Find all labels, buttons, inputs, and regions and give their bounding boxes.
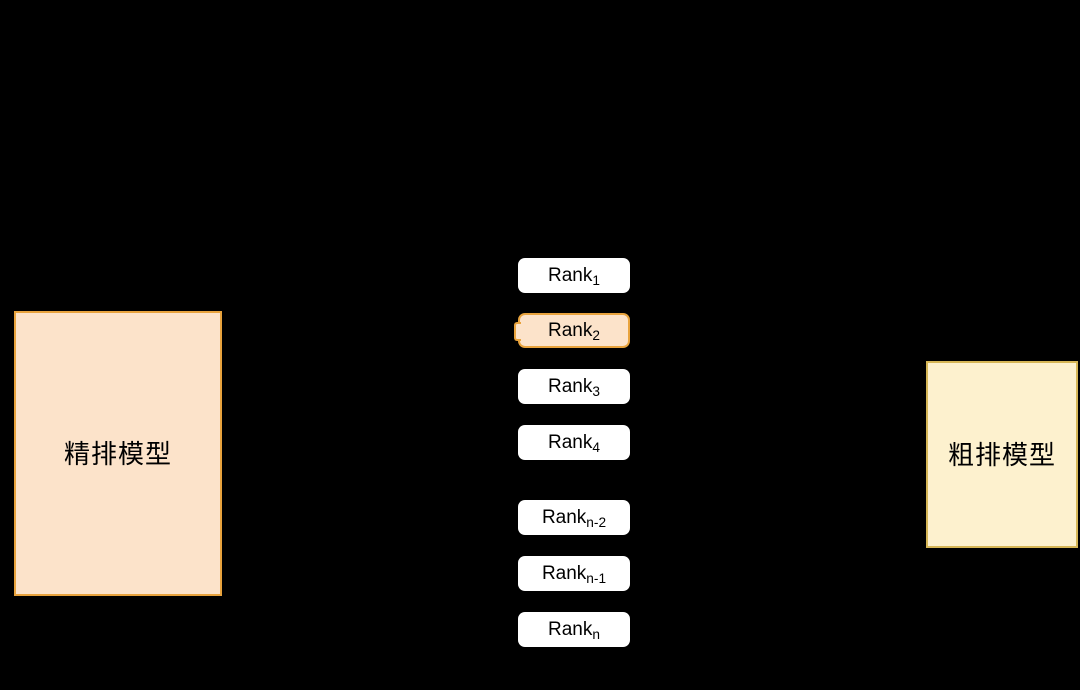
rank-chip[interactable]: Rankn bbox=[518, 612, 630, 647]
rank-chip[interactable]: Rankn-2 bbox=[518, 500, 630, 535]
rank-chip-subscript: 4 bbox=[592, 439, 600, 455]
rank-chip-label: Rank2 bbox=[548, 320, 600, 343]
rank-chip-subscript: 3 bbox=[592, 383, 600, 399]
rank-chip-subscript: n bbox=[592, 626, 600, 642]
rank-chip[interactable]: Rankn-1 bbox=[518, 556, 630, 591]
rank-chip-subscript: 1 bbox=[592, 272, 600, 288]
rank-chip-base-text: Rank bbox=[548, 265, 593, 286]
rank-chip-base-text: Rank bbox=[548, 320, 593, 341]
rank-chip-label: Rank1 bbox=[548, 265, 600, 288]
rank-chip-base-text: Rank bbox=[541, 507, 587, 528]
rank-chip-label: Rankn-1 bbox=[541, 563, 607, 586]
rank-chip-selected[interactable]: Rank2 bbox=[514, 313, 630, 348]
rank-chip[interactable]: Rank4 bbox=[518, 425, 630, 460]
coarse-rank-model-label: 粗排模型 bbox=[947, 439, 1056, 470]
rank-chip-base-text: Rank bbox=[541, 563, 587, 584]
fine-rank-model-label: 精排模型 bbox=[63, 438, 172, 469]
fine-rank-model-box[interactable]: 精排模型 bbox=[14, 311, 222, 596]
rank-chip-label: Rank4 bbox=[548, 432, 600, 455]
rank-chip-base-text: Rank bbox=[548, 432, 593, 453]
rank-chip-subscript: 2 bbox=[592, 327, 600, 343]
rank-chip-base-text: Rank bbox=[548, 619, 593, 640]
rank-chip-label: Rankn-2 bbox=[541, 507, 607, 530]
rank-chip-connector-notch bbox=[514, 322, 521, 341]
rank-chip-label: Rank3 bbox=[548, 376, 600, 399]
rank-chip-subscript: n-1 bbox=[586, 570, 607, 586]
rank-chip-subscript: n-2 bbox=[586, 514, 607, 530]
rank-chip[interactable]: Rank1 bbox=[518, 258, 630, 293]
rank-chip-base-text: Rank bbox=[548, 376, 593, 397]
rank-chip-label: Rankn bbox=[548, 619, 600, 642]
rank-chip[interactable]: Rank3 bbox=[518, 369, 630, 404]
coarse-rank-model-box[interactable]: 粗排模型 bbox=[926, 361, 1078, 548]
